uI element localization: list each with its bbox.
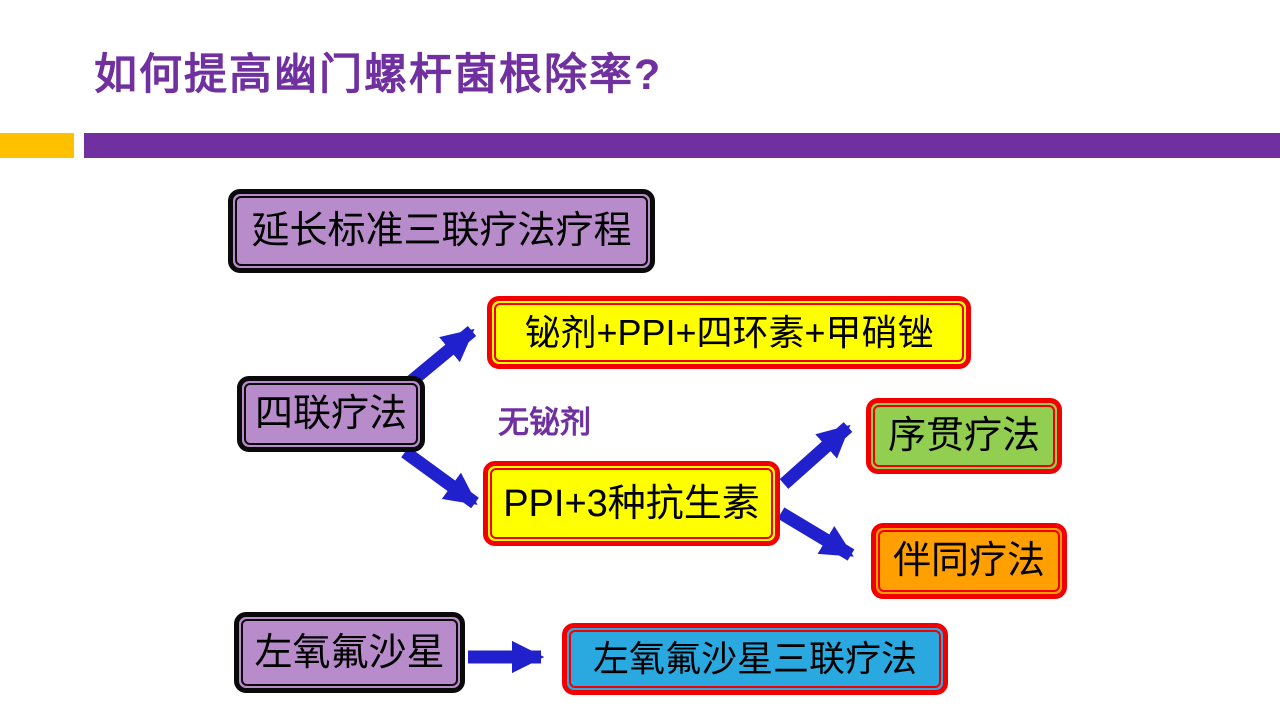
arrow-ppi-to-concomitant — [777, 507, 855, 561]
node-extend-standard-triple-course: 延长标准三联疗法疗程 — [228, 189, 655, 273]
page-title: 如何提高幽门螺杆菌根除率? — [94, 51, 663, 99]
node-levofloxacin-triple-therapy: 左氧氟沙星三联疗法 — [562, 623, 948, 695]
accent-bar-orange — [0, 133, 74, 158]
node-levofloxacin: 左氧氟沙星 — [234, 612, 465, 693]
accent-bar-purple — [84, 133, 1280, 158]
node-ppi-3-antibiotics: PPI+3种抗生素 — [483, 461, 780, 546]
arrow-ppi-to-sequential — [779, 422, 853, 489]
label-no-bismuth: 无铋剂 — [498, 405, 591, 440]
node-quadruple-therapy: 四联疗法 — [237, 376, 425, 452]
node-concomitant-therapy: 伴同疗法 — [871, 523, 1067, 599]
arrow-quadruple-to-ppi — [401, 446, 479, 509]
node-bismuth-ppi-tetracycline-metronidazole: 铋剂+PPI+四环素+甲硝锉 — [487, 296, 971, 369]
node-sequential-therapy: 序贯疗法 — [866, 398, 1062, 474]
